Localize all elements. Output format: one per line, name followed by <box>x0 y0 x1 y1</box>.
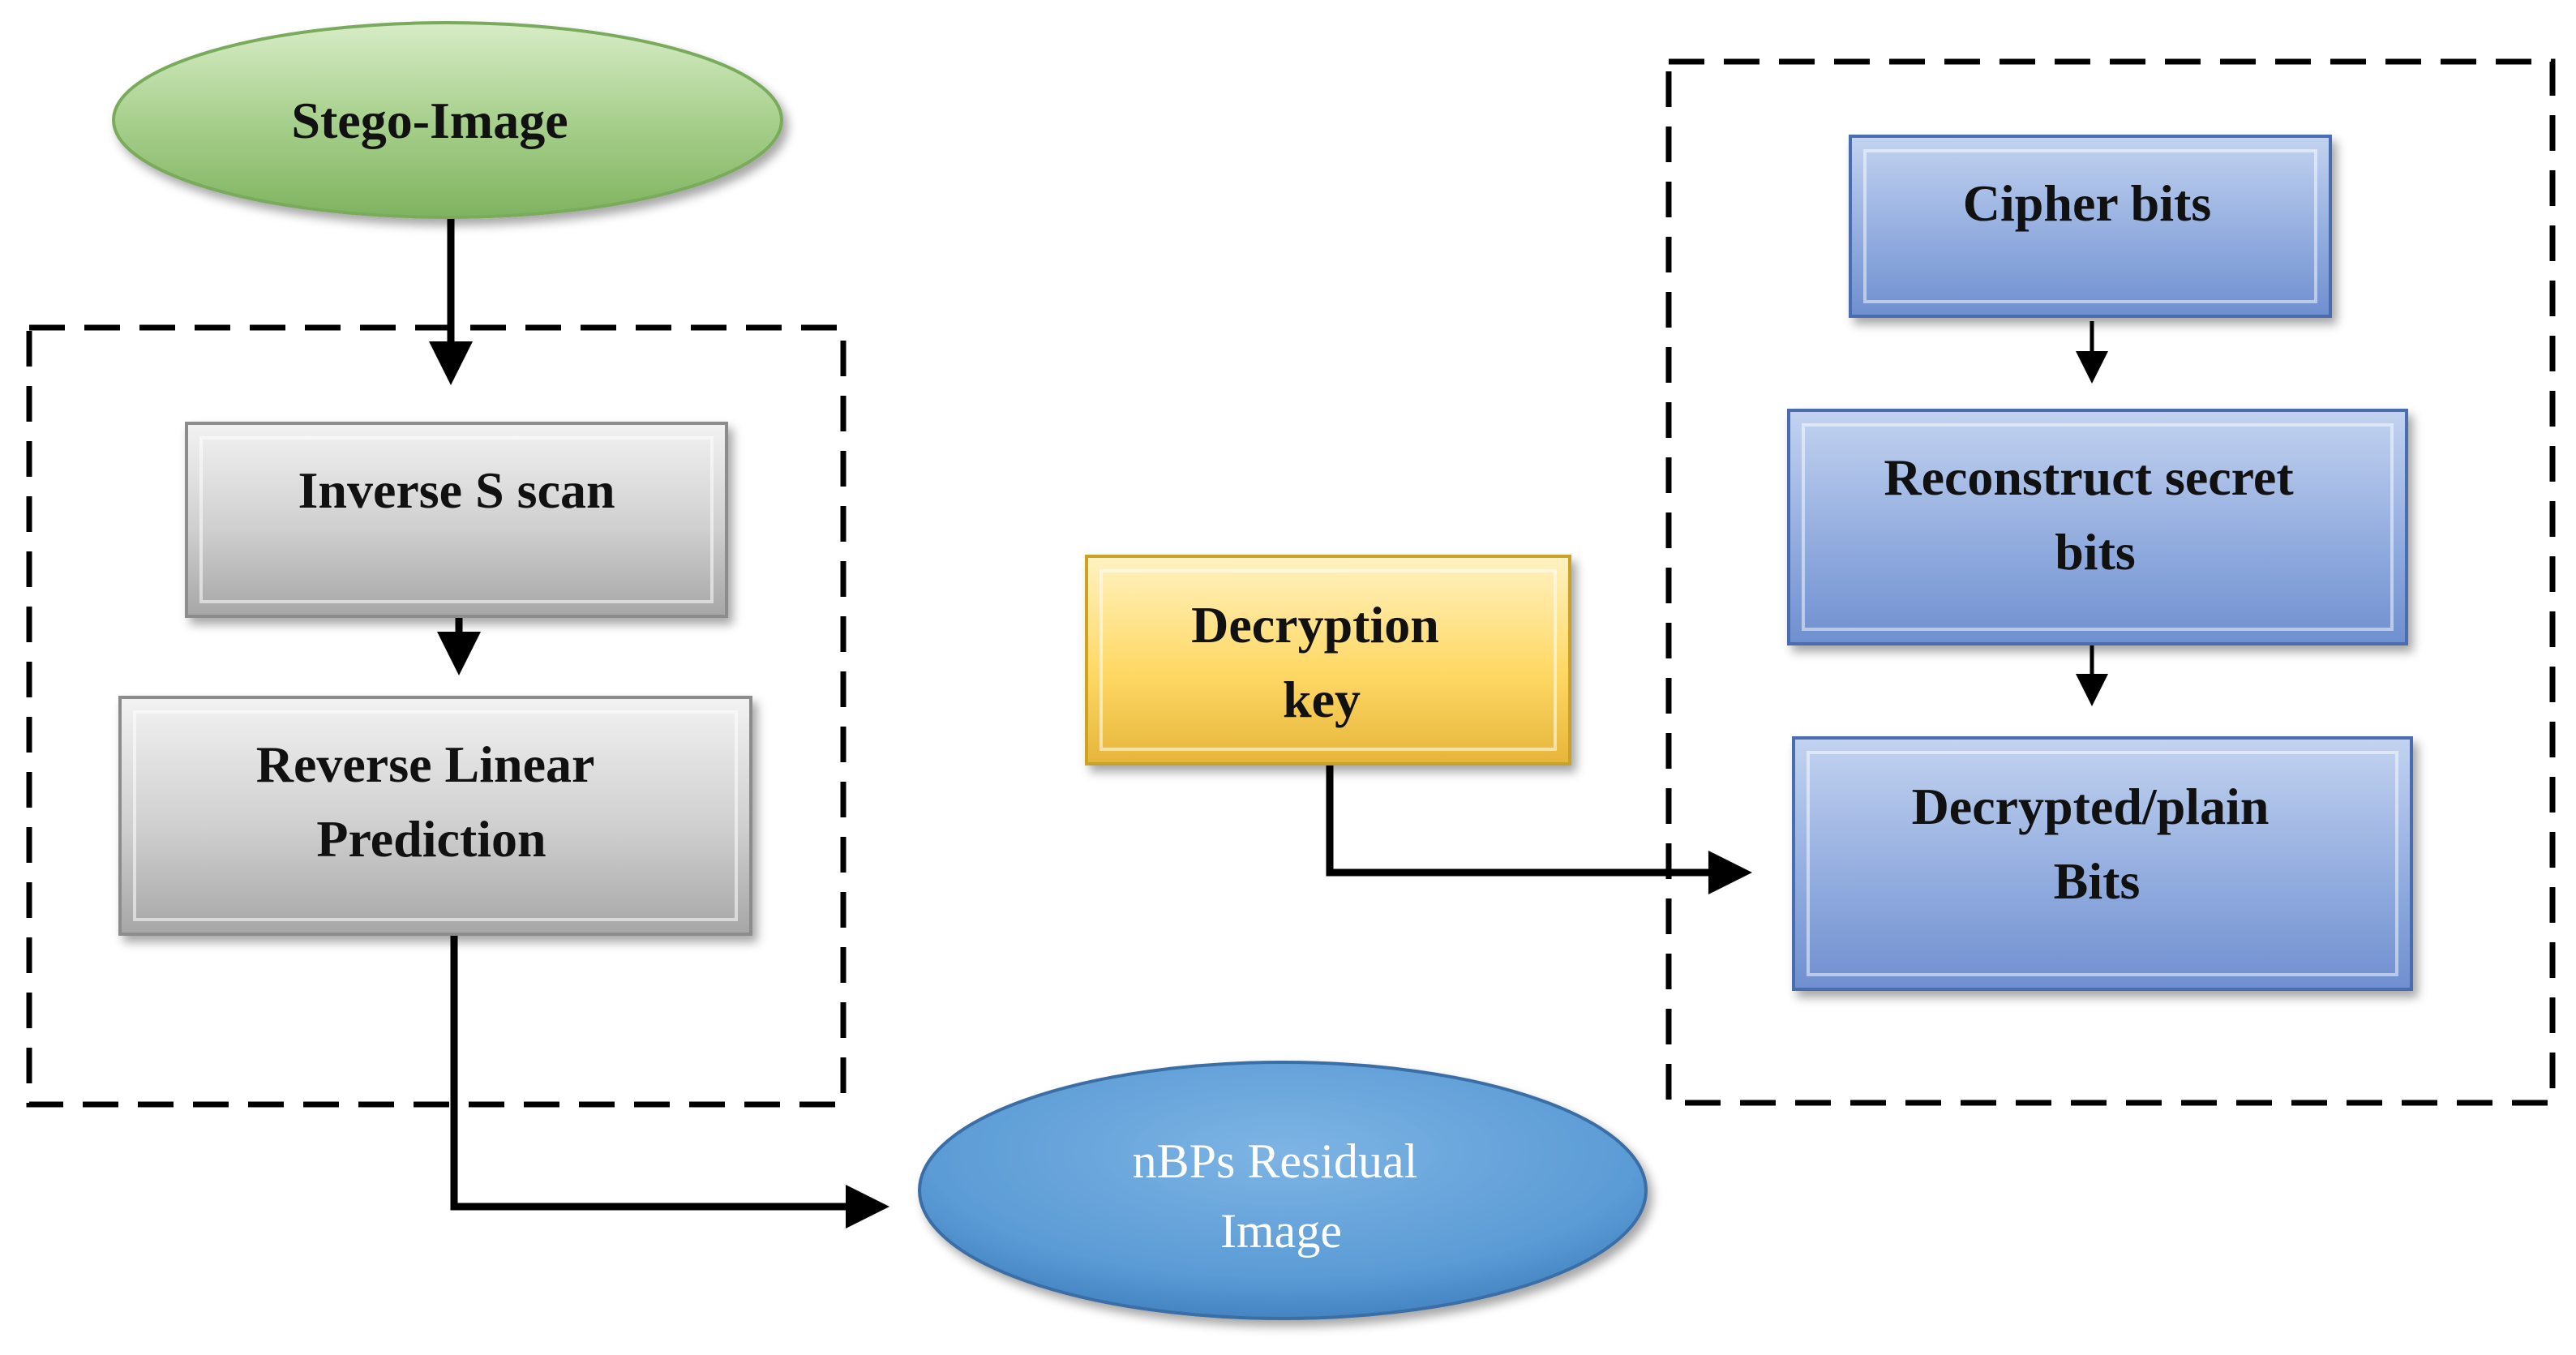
decrypted-plain-bits-label: Decrypted/plain Bits <box>1912 778 2282 910</box>
inverse-s-scan-label: Inverse S scan <box>298 461 615 519</box>
edge-key-to-decrypted <box>1326 764 1752 894</box>
node-stego-image[interactable] <box>112 21 783 219</box>
decryption-key-label: Decryption key <box>1191 596 1452 728</box>
stego-image-label: Stego-Image <box>291 92 568 149</box>
nbps-residual-image-label: nBPs Residual Image <box>1133 1134 1430 1258</box>
node-reconstruct-secret-bits[interactable] <box>1787 409 2408 645</box>
node-decryption-key[interactable] <box>1085 555 1571 765</box>
cipher-bits-label: Cipher bits <box>1963 174 2211 232</box>
right-dashed-group <box>1665 58 2556 1106</box>
edge-reverse-linear-to-residual <box>450 934 889 1229</box>
reverse-linear-prediction-label: Reverse Linear Prediction <box>256 735 606 868</box>
node-decrypted-plain-bits[interactable] <box>1792 736 2413 991</box>
connectors <box>429 217 2108 1229</box>
node-reverse-linear-prediction[interactable] <box>118 696 752 936</box>
node-nbps-residual-image[interactable] <box>918 1061 1648 1320</box>
node-cipher-bits[interactable] <box>1849 135 2332 318</box>
left-dashed-group <box>26 324 847 1108</box>
node-inverse-s-scan[interactable] <box>185 422 728 618</box>
reconstruct-secret-bits-label: Reconstruct secret bits <box>1884 448 2306 581</box>
